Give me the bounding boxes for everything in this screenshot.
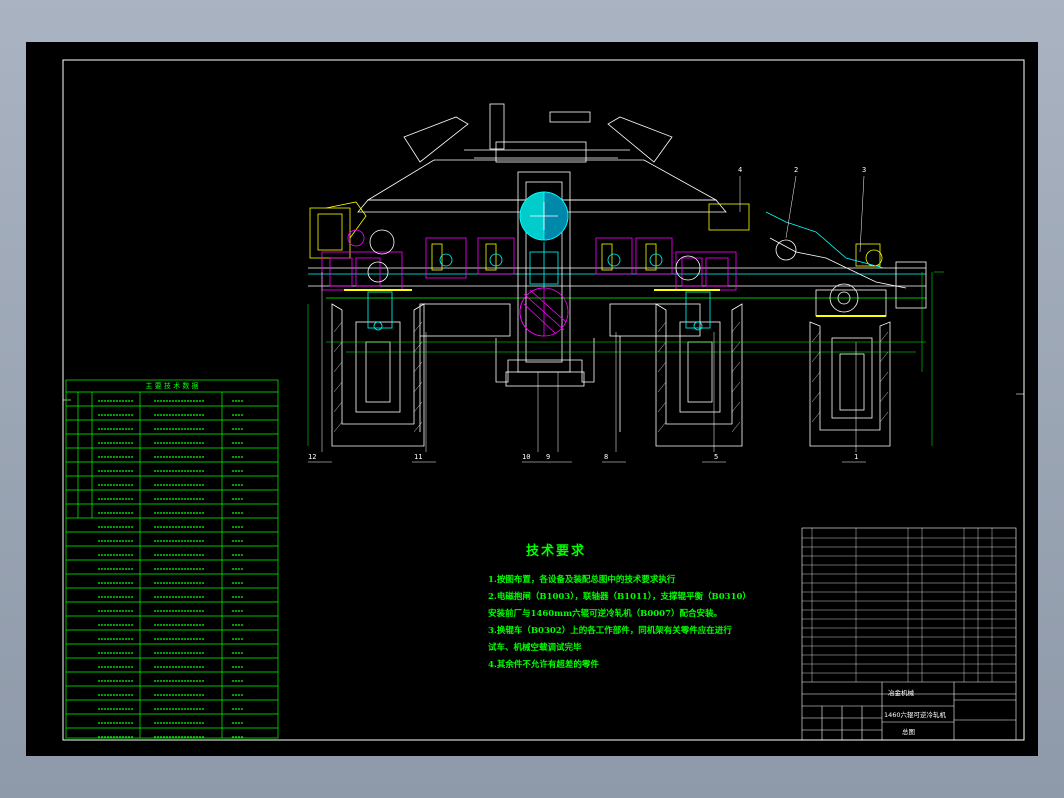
requirement-item: 1.按图布置，各设备及装配总图中的技术要求执行 [488, 575, 676, 585]
technical-requirements-list: 1.按图布置，各设备及装配总图中的技术要求执行 2.电磁抱闸（B1003），联轴… [488, 572, 751, 674]
right-foundation [809, 321, 891, 447]
drawing-name: 总图 [902, 728, 915, 736]
requirement-item: 3.换辊车（B0302）上的各工作部件，同机架有关零件应在进行 [488, 626, 732, 636]
left-foundation [331, 303, 425, 447]
balloon-label: 8 [604, 453, 609, 461]
left-wing [403, 116, 469, 163]
requirement-item: 2.电磁抱闸（B1003），联轴器（B1011），支撑辊平衡（B0310） [488, 592, 751, 602]
balloon-label: 5 [714, 453, 719, 461]
right-wing [607, 116, 673, 163]
balloon-label: 10 [522, 453, 531, 461]
balloon-label: 1 [854, 453, 859, 461]
balloon-label: 12 [308, 453, 317, 461]
param-table [65, 379, 279, 739]
requirement-item: 4.其余件不允许有超差的零件 [488, 660, 599, 670]
param-table-title: 主 要 技 术 数 据 [145, 382, 199, 390]
balloon-label: 3 [862, 166, 867, 174]
title-block [801, 527, 1017, 741]
requirement-item: 安装前厂与1460mm六辊可逆冷轧机（B0007）配合安装。 [488, 609, 722, 619]
balloon-label: 4 [738, 166, 743, 174]
company-name: 冶金机械 [888, 689, 914, 697]
cad-drawing [62, 59, 1025, 741]
balloon-label: 9 [546, 453, 551, 461]
requirement-item: 试车、机械空载调试完毕 [488, 643, 582, 653]
middle-foundation [655, 303, 743, 447]
balloon-label: 2 [794, 166, 799, 174]
drawing-title: 1460六辊可逆冷轧机 [884, 711, 947, 719]
balloon-label: 11 [414, 453, 423, 461]
technical-requirements-title: 技术要求 [525, 544, 586, 559]
drawing-sheet: 主 要 技 术 数 据 技术要求 1.按图布置，各设备及装配总图中的技术要求执行… [26, 42, 1038, 756]
mill-assembly [307, 103, 944, 463]
